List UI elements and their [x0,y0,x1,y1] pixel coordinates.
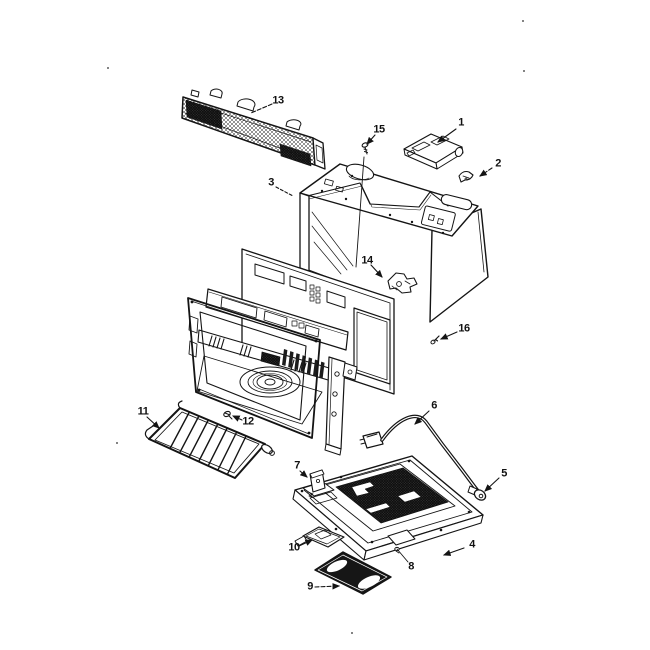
callout-label-7: 7 [294,459,300,472]
vent-grille-part [181,88,326,170]
callout-label-9: 9 [307,580,313,593]
paper-specks [107,20,525,634]
screw-16-part [430,335,440,345]
callout-label-16: 16 [458,322,470,335]
clip-part [458,170,474,183]
callout-label-14: 14 [361,254,373,267]
callout-label-13: 13 [272,94,284,107]
callout-label-1: 1 [458,116,464,129]
bracket-8-part [387,529,416,546]
callout-label-15: 15 [373,123,385,136]
callout-label-4: 4 [469,538,475,551]
wrapper-case-part [299,163,489,323]
wire-rack-part [144,400,275,479]
callout-label-3: 3 [268,176,274,189]
callout-label-2: 2 [495,157,501,170]
callout-leader-lines [146,103,500,590]
base-plate-part [292,455,484,561]
cord-terminal-part [467,485,487,501]
callout-label-10: 10 [288,541,300,554]
latch-assembly-part [302,469,335,499]
screw-12-part [223,410,233,420]
oven-cavity-assembly [187,248,395,456]
callout-label-11: 11 [137,405,149,418]
callout-label-8: 8 [408,560,414,573]
grease-filter-part [314,551,392,595]
power-cord-part [359,414,487,501]
mounting-bracket-part [403,133,464,170]
callout-label-6: 6 [431,399,437,412]
callout-label-12: 12 [242,415,254,428]
callout-label-5: 5 [501,467,507,480]
bracket-14-part [387,272,418,294]
